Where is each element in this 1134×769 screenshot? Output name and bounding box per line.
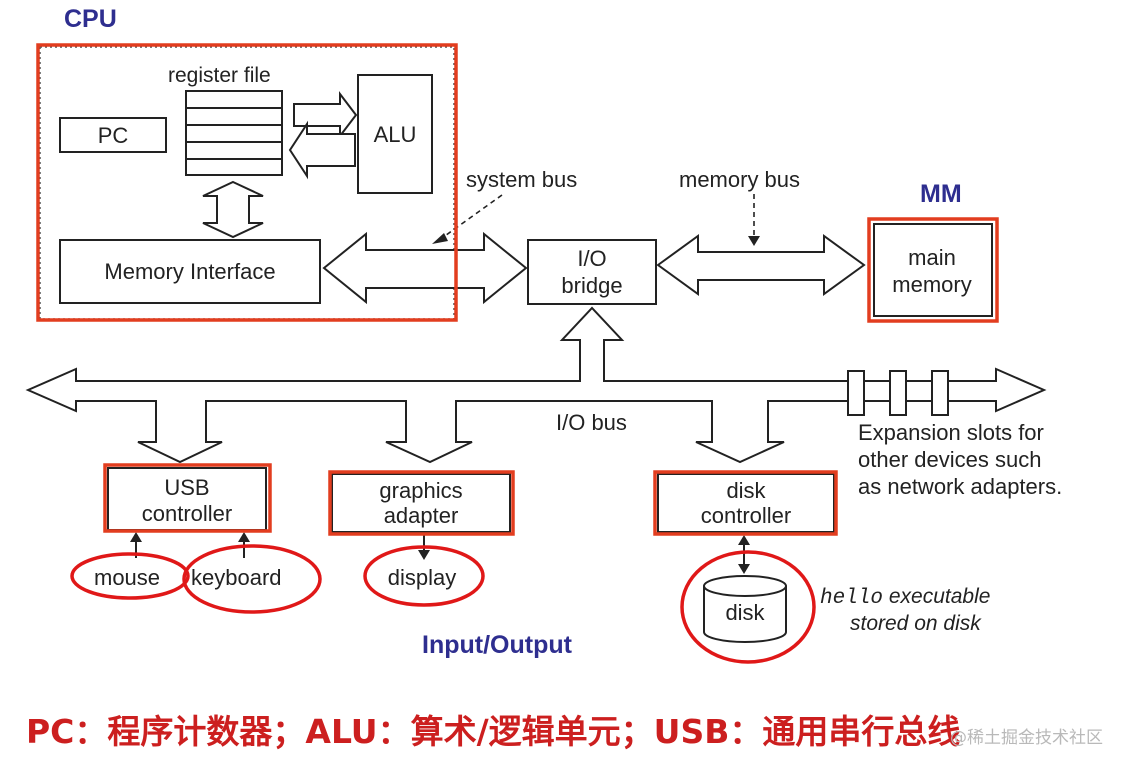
footer-legend: PC：程序计数器；ALU：算术/逻辑单元；USB：通用串行总线 [26,712,960,751]
mm-tag: MM [920,180,962,208]
keyboard-label: keyboard [191,565,282,590]
pc-label: PC [98,123,129,148]
main-memory-label-1: main [908,245,956,270]
alu-box [357,74,433,194]
hello-note-line-2: stored on disk [850,612,982,635]
io-bus [25,306,1047,464]
keyboard-highlight [182,544,322,614]
disk-arrow-head-down [738,564,750,574]
register-to-alu-arrow [293,91,358,139]
disk-highlight [680,550,816,664]
memory-interface-box [59,239,321,304]
io-bridge-label-1: I/O [577,246,606,271]
cpu-tag: CPU [64,5,117,33]
memory-bus-pointer-head [748,236,760,246]
io-bus-label: I/O bus [556,410,627,435]
display-highlight [363,545,485,607]
disk-label: disk [725,600,765,625]
hello-note-line-1: hello executable [820,585,990,610]
watermark: @稀土掘金技术社区 [950,728,1103,748]
expansion-text-1: Expansion slots for [858,420,1044,445]
main-memory-box [873,223,993,317]
graphics-adapter-label-1: graphics [379,478,462,503]
register-memory-interface-arrow [202,180,264,239]
usb-controller-label-2: controller [142,501,232,526]
graphics-adapter-box [331,473,511,533]
io-tag: Input/Output [422,631,573,659]
disk-cylinder [703,575,787,643]
graphics-highlight [328,470,515,536]
system-bus-pointer-head [432,233,448,244]
display-arrow-head [418,550,430,560]
keyboard-arrow-head [238,532,250,542]
usb-controller-box [107,467,267,531]
graphics-adapter-label-2: adapter [384,503,459,528]
memory-bus-arrow [656,234,866,296]
memory-interface-label: Memory Interface [104,259,275,284]
mouse-arrow-head [130,532,142,542]
disk-controller-highlight [653,470,838,536]
system-bus-label: system bus [466,167,577,192]
usb-controller-label-1: USB [164,475,209,500]
memory-bus-label: memory bus [679,167,800,192]
expansion-text-2: other devices such [858,447,1041,472]
system-bus-pointer [441,194,503,239]
alu-to-register-arrow [288,120,356,180]
usb-highlight [103,463,272,533]
expansion-text-3: as network adapters. [858,474,1062,499]
main-memory-label-2: memory [892,272,971,297]
register-file-label: register file [168,64,271,87]
io-bridge-label-2: bridge [561,273,622,298]
disk-controller-box [657,473,835,533]
disk-controller-label-2: controller [701,503,791,528]
display-label: display [388,565,456,590]
register-file [185,90,283,176]
alu-label: ALU [374,122,417,147]
system-bus-arrow [322,231,528,305]
cpu-boundary [39,46,455,320]
io-bridge-box [527,239,657,305]
mouse-highlight [70,552,190,600]
mm-highlight [867,217,999,323]
mouse-label: mouse [94,565,160,590]
expansion-slots [847,370,949,416]
cpu-highlight [36,43,458,322]
disk-arrow-head-up [738,535,750,545]
disk-controller-label-1: disk [726,478,766,503]
pc-box [59,117,167,153]
